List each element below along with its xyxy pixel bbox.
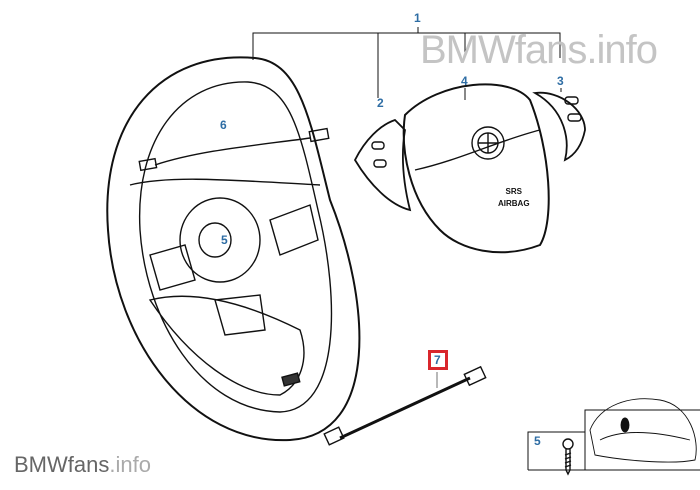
airbag-label-line2: AIRBAG — [498, 199, 530, 208]
callout-3[interactable]: 3 — [557, 74, 564, 88]
callout-5-screw[interactable]: 5 — [534, 434, 541, 448]
callout-5-wheel[interactable]: 5 — [221, 233, 228, 247]
airbag-module — [402, 83, 550, 254]
watermark-brand: BMWfans — [14, 452, 110, 477]
group-bracket — [252, 27, 562, 100]
car-location-icon — [589, 398, 697, 463]
inset-boxes — [527, 409, 700, 471]
steering-wheel — [106, 56, 361, 442]
highlight-box — [428, 350, 448, 370]
callout-7[interactable]: 7 — [434, 353, 441, 367]
screw-icon — [562, 438, 574, 476]
callout-1[interactable]: 1 — [414, 11, 421, 25]
watermark-bottom: BMWfans.info — [14, 452, 151, 478]
switch-cover-right — [532, 91, 586, 162]
callout-6[interactable]: 6 — [220, 118, 227, 132]
airbag-label-line1: SRS — [505, 187, 522, 196]
switch-cover-left — [353, 118, 412, 212]
watermark-top: BMWfans.info — [420, 28, 658, 72]
watermark-suffix: .info — [109, 452, 151, 477]
cable-part-6 — [138, 127, 330, 172]
callout-2[interactable]: 2 — [377, 96, 384, 110]
callout-4[interactable]: 4 — [461, 74, 468, 88]
cable-part-7 — [323, 365, 487, 446]
airbag-label: SRS AIRBAG — [498, 186, 530, 210]
